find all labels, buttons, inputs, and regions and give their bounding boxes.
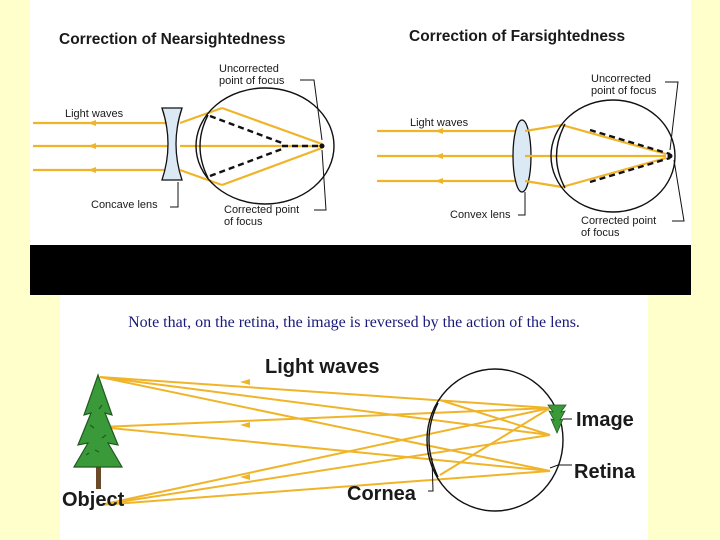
farsight-converging-rays: [525, 125, 666, 187]
nearsight-corrected-label-1: Corrected point: [224, 204, 299, 216]
nearsight-lens-label: Concave lens: [91, 199, 158, 211]
farsight-uncorrected-label-1: Uncorrected: [591, 73, 651, 85]
farsight-corrected-label-1: Corrected point: [581, 215, 656, 227]
cornea-label: Cornea: [347, 483, 417, 505]
vision-correction-diagram: Correction of Nearsightedness: [30, 0, 691, 245]
retina-light-waves-label: Light waves: [265, 356, 379, 378]
farsight-uncorrected-label-2: point of focus: [591, 85, 657, 97]
vision-correction-panel: Correction of Nearsightedness: [30, 0, 691, 245]
farsight-light-waves-label: Light waves: [410, 117, 469, 129]
object-label: Object: [62, 489, 125, 511]
nearsight-light-waves-label: Light waves: [65, 108, 124, 120]
nearsight-diverging-rays: [180, 108, 322, 185]
retina-label: Retina: [574, 461, 636, 483]
black-separator-band: [30, 245, 691, 295]
nearsight-uncorrected-label-1: Uncorrected: [219, 63, 279, 75]
nearsight-incoming-rays: [33, 120, 170, 173]
concave-lens-shape: [162, 108, 182, 180]
farsight-corrected-label-2: of focus: [581, 227, 620, 239]
caption-text: Note that, on the retina, the image is r…: [60, 314, 648, 332]
retina-light-rays: [100, 377, 550, 505]
nearsight-uncorrected-label-2: point of focus: [219, 75, 285, 87]
farsight-lens-label: Convex lens: [450, 209, 511, 221]
nearsight-title: Correction of Nearsightedness: [59, 31, 286, 48]
nearsight-corrected-label-2: of focus: [224, 216, 263, 228]
farsight-incoming-rays: [377, 128, 520, 184]
object-tree-icon: [74, 375, 122, 489]
farsight-title: Correction of Farsightedness: [409, 28, 625, 45]
image-label: Image: [576, 409, 634, 431]
retina-eye: [427, 369, 563, 511]
